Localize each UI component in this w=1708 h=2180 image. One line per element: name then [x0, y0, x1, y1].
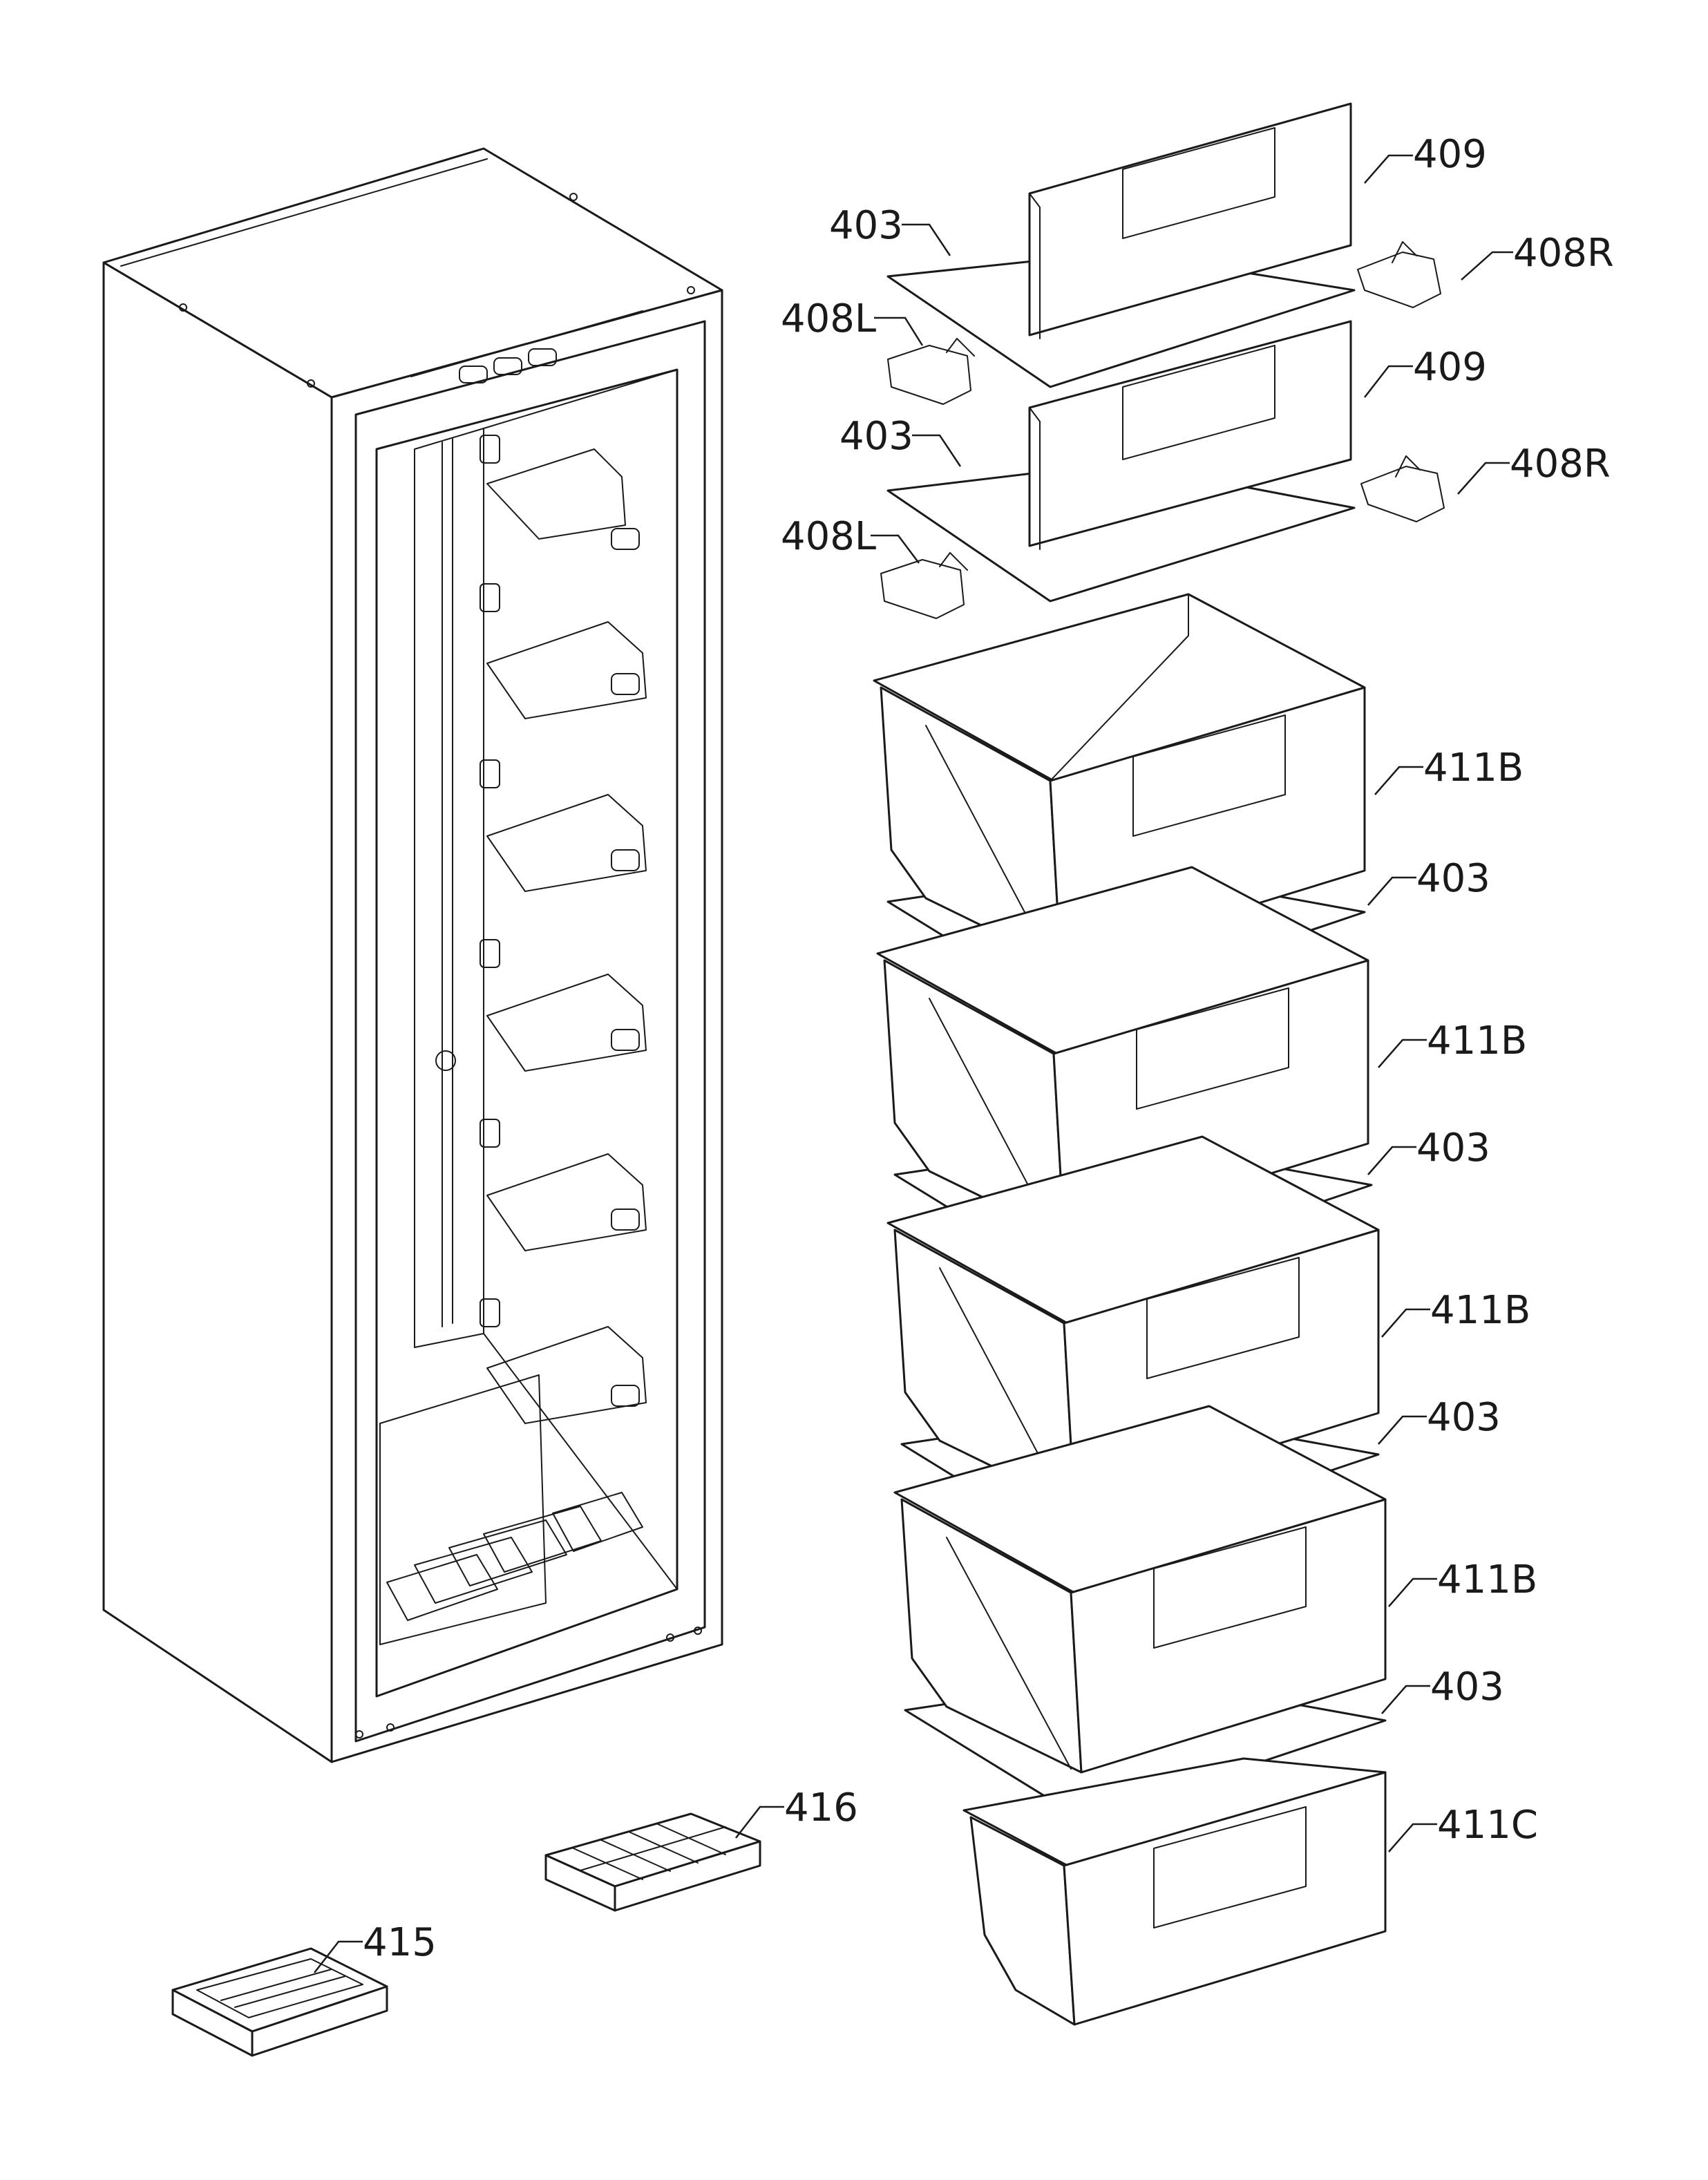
- flap-assembly-lower: [880, 320, 1445, 619]
- label-408L: 408L: [781, 296, 876, 341]
- label-416: 416: [784, 1785, 858, 1830]
- label-411B: 411B: [1430, 1288, 1530, 1333]
- label-411C: 411C: [1437, 1803, 1538, 1848]
- label-415: 415: [363, 1920, 437, 1965]
- ice-tray-416: [544, 1812, 761, 1912]
- label-411B: 411B: [1423, 746, 1524, 790]
- drawer-411B-4: [893, 1405, 1387, 1822]
- freezer-cabinet: [102, 147, 723, 1763]
- label-409: 409: [1413, 345, 1487, 390]
- bottom-grille: [386, 1492, 643, 1621]
- label-408R: 408R: [1510, 442, 1611, 486]
- callout-labels: 409 403 408R 408L 409 403 408R 408L 411B…: [363, 132, 1614, 1965]
- label-403: 403: [1430, 1665, 1504, 1709]
- hinge-408L: [880, 552, 968, 619]
- drawer-411C: [962, 1757, 1387, 2026]
- label-403: 403: [839, 414, 913, 459]
- label-411B: 411B: [1437, 1557, 1537, 1602]
- label-403: 403: [829, 203, 903, 248]
- label-403: 403: [1416, 1126, 1490, 1170]
- ice-container-415: [171, 1947, 388, 2057]
- hinge-408L: [887, 338, 975, 405]
- label-408L: 408L: [781, 514, 876, 559]
- hinge-408R: [1357, 241, 1441, 308]
- label-408R: 408R: [1513, 231, 1614, 276]
- hinge-408R: [1360, 455, 1445, 522]
- label-409: 409: [1413, 132, 1487, 177]
- leader-lines: [314, 154, 1513, 1973]
- flap-409: [1028, 320, 1352, 547]
- label-403: 403: [1416, 856, 1490, 901]
- shelf-rails: [480, 435, 647, 1424]
- label-411B: 411B: [1427, 1018, 1527, 1063]
- flap-assembly-upper: [886, 102, 1441, 405]
- label-403: 403: [1427, 1395, 1501, 1440]
